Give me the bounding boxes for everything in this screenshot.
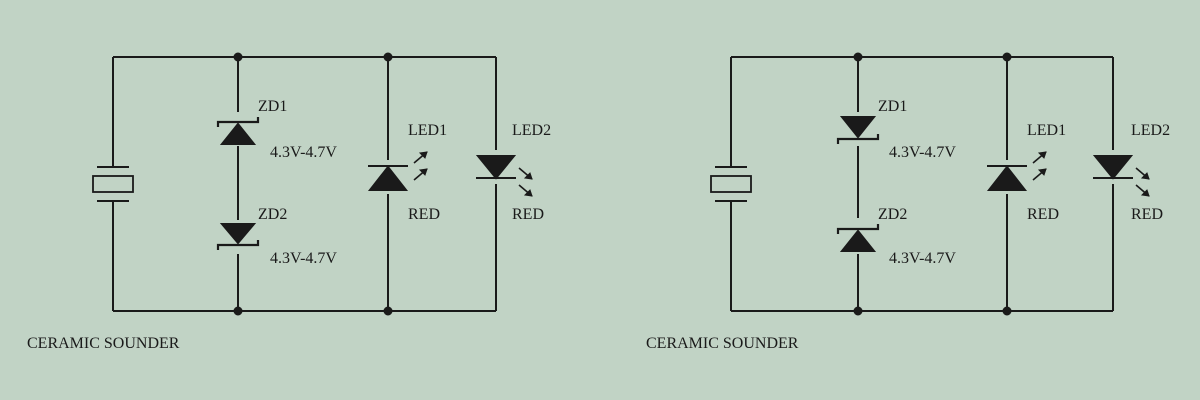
light-emission-icon <box>1032 151 1047 181</box>
junction-dot <box>233 52 243 62</box>
junction-dot <box>233 306 243 316</box>
left-led2-color: RED <box>512 206 544 223</box>
right-led2-symbol <box>1092 150 1150 197</box>
left-led2-label: LED2 <box>512 122 551 139</box>
junction-dot <box>383 52 393 62</box>
junction-dot <box>1002 306 1012 316</box>
light-emission-icon <box>518 167 533 197</box>
left-led1-color: RED <box>408 206 440 223</box>
left-led1-label: LED1 <box>408 122 447 139</box>
right-led2-label: LED2 <box>1131 122 1170 139</box>
right-zd1-label: ZD1 <box>878 98 907 115</box>
left-caption: CERAMIC SOUNDER <box>27 335 180 352</box>
right-zd2-label: ZD2 <box>878 206 907 223</box>
light-emission-icon <box>1135 167 1150 197</box>
left-zd1-value: 4.3V-4.7V <box>270 144 337 161</box>
circuit-left: ZD1 4.3V-4.7V ZD2 4.3V-4.7V LED1 RED LED… <box>27 52 551 352</box>
right-zd2-symbol <box>836 218 880 254</box>
junction-dot <box>1002 52 1012 62</box>
left-zd2-label: ZD2 <box>258 206 287 223</box>
junction-dot <box>853 306 863 316</box>
right-zd1-symbol <box>836 112 880 146</box>
right-led1-label: LED1 <box>1027 122 1066 139</box>
right-led2-color: RED <box>1131 206 1163 223</box>
right-led1-symbol <box>986 151 1047 194</box>
left-zd2-value: 4.3V-4.7V <box>270 250 337 267</box>
left-zd2-symbol <box>216 220 260 254</box>
circuit-right: ZD1 4.3V-4.7V ZD2 4.3V-4.7V LED1 RED LED… <box>646 52 1170 352</box>
light-emission-icon <box>413 151 428 181</box>
junction-dot <box>383 306 393 316</box>
right-zd2-value: 4.3V-4.7V <box>889 250 956 267</box>
right-caption: CERAMIC SOUNDER <box>646 335 799 352</box>
left-ceramic-sounder <box>92 166 134 202</box>
junction-dot <box>853 52 863 62</box>
left-zd1-label: ZD1 <box>258 98 287 115</box>
left-zd1-symbol <box>216 112 260 146</box>
right-led1-color: RED <box>1027 206 1059 223</box>
right-zd1-value: 4.3V-4.7V <box>889 144 956 161</box>
left-led1-symbol <box>367 151 428 194</box>
right-ceramic-sounder <box>710 166 752 202</box>
left-led2-symbol <box>475 150 533 197</box>
